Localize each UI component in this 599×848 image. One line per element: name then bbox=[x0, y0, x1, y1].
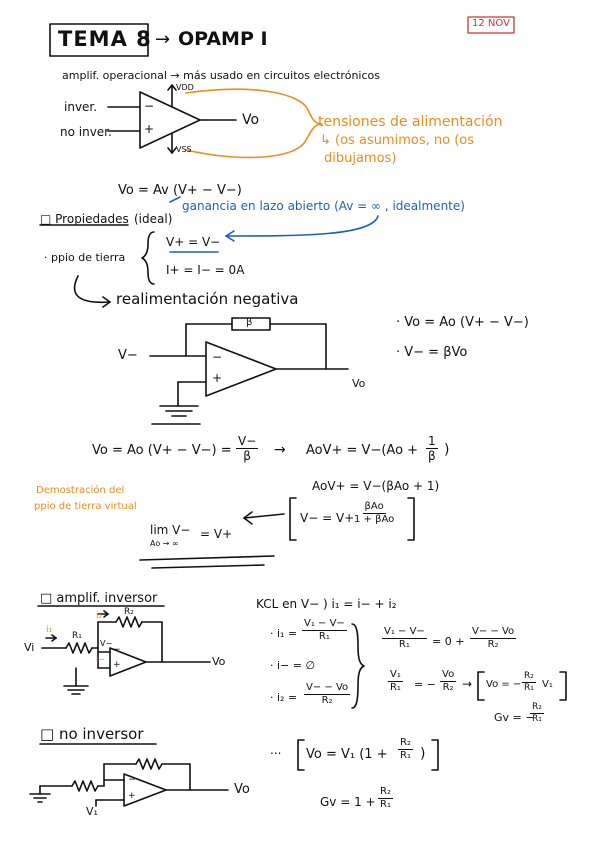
demo-note-2: ppio de tierra virtual bbox=[34, 501, 137, 512]
demo-note-1: Demostración del bbox=[36, 485, 125, 496]
feedback-plus-sign: + bbox=[212, 371, 223, 385]
inv-result-tail: V₁ bbox=[542, 679, 553, 690]
demo-arrow: → bbox=[274, 442, 286, 458]
page-subtitle: OPAMP I bbox=[178, 28, 268, 50]
plus-sign: + bbox=[144, 122, 155, 136]
inv-i2-label: i₂ bbox=[96, 611, 103, 621]
vss-label: VSS bbox=[176, 145, 192, 154]
inv-minus-sign: − bbox=[113, 645, 121, 655]
inv-gain-lhs: Gv = − bbox=[494, 711, 535, 724]
demo-paren-close: ) bbox=[444, 442, 450, 458]
gain-formula: Vo = Av (V+ − V−) bbox=[118, 183, 242, 198]
noninv-dots: ... bbox=[270, 743, 282, 757]
inv-vo-label: Vo bbox=[212, 655, 226, 668]
noninv-result-close: ) bbox=[420, 746, 426, 762]
virtual-ground-label: · ppio de tierra bbox=[44, 251, 126, 264]
noninv-result-lhs: Vo = V₁ (1 + bbox=[306, 747, 388, 762]
inverting-heading: □ amplif. inversor bbox=[40, 591, 158, 606]
noninv-vo-label: Vo bbox=[234, 782, 250, 797]
demo-equation-3: AoV+ = V−(βAo + 1) bbox=[312, 479, 440, 493]
i1-lhs: · i₁ = bbox=[270, 627, 298, 640]
inv-r2-label: R₂ bbox=[124, 607, 134, 617]
limit-label: lim V− bbox=[150, 523, 191, 537]
inv-result-lhs: Vo = − bbox=[486, 679, 522, 690]
boxed-lhs: V− = V+ bbox=[300, 511, 355, 525]
beta-label: β bbox=[246, 317, 253, 328]
feedback-arrow bbox=[73, 275, 111, 304]
supply-brace bbox=[185, 88, 323, 159]
feedback-circuit bbox=[149, 317, 349, 425]
noninv-gain-lhs: Gv = 1 + bbox=[320, 795, 376, 809]
inv-vminus-label: V− bbox=[100, 639, 113, 648]
properties-ideal: (ideal) bbox=[134, 212, 173, 226]
i1-fraction: V₁ − V−R₁ bbox=[302, 618, 347, 642]
system-mid-2: = − bbox=[414, 678, 436, 691]
vdd-label: VDD bbox=[176, 83, 194, 92]
system-mid-1: = 0 + bbox=[432, 635, 465, 648]
properties-heading: □ Propiedades bbox=[40, 212, 129, 226]
feedback-label: realimentación negativa bbox=[116, 290, 299, 308]
noninverting-circuit bbox=[29, 758, 229, 807]
noninv-minus-sign: − bbox=[128, 775, 136, 785]
feedback-vo-label: Vo bbox=[352, 377, 366, 390]
relation-vminus: · V− = βVo bbox=[396, 345, 468, 360]
demo-equation-left: Vo = Ao (V+ − V−) = bbox=[92, 443, 232, 458]
supply-note-1: tensiones de alimentación bbox=[318, 114, 503, 130]
gain-note: ganancia en lazo abierto (Av = ∞ , ideal… bbox=[182, 199, 465, 213]
minus-sign: − bbox=[144, 99, 155, 113]
resistor-r1 bbox=[65, 642, 93, 654]
opamp-symbol-intro bbox=[107, 84, 237, 154]
date-box bbox=[467, 16, 515, 34]
title-arrow: → bbox=[155, 29, 171, 50]
supply-note-2: ↳ (os asumimos, no (os bbox=[320, 133, 474, 148]
limit-subscript: Ao → ∞ bbox=[150, 539, 179, 548]
output-label: Vo bbox=[242, 112, 260, 128]
inv-iminus-label: i− bbox=[96, 655, 105, 664]
i2-lhs: · i₂ = bbox=[270, 691, 298, 704]
system-arrow: → bbox=[462, 677, 473, 691]
noninv-plus-sign: + bbox=[128, 791, 136, 801]
inverting-input-label: inver. bbox=[64, 100, 98, 114]
equation-i-zero: I+ = I− = 0A bbox=[166, 263, 245, 277]
kcl-brace bbox=[351, 623, 365, 709]
inv-vi-label: Vi bbox=[24, 641, 35, 654]
system-fraction-1: V₁ − V−R₁ bbox=[382, 626, 427, 650]
noninverting-heading: □ no inversor bbox=[40, 725, 144, 743]
resistor-r2 bbox=[115, 616, 143, 628]
feedback-vminus-label: V− bbox=[118, 348, 138, 363]
supply-note-3: dibujamos) bbox=[324, 151, 397, 166]
title-box bbox=[49, 23, 149, 57]
demo-fraction-1: V−β bbox=[236, 434, 259, 463]
inverting-circuit bbox=[41, 610, 211, 695]
relation-vo: · Vo = Ao (V+ − V−) bbox=[396, 315, 529, 330]
limit-rhs: = V+ bbox=[200, 527, 233, 541]
iminus-equation: · i− = ∅ bbox=[270, 659, 316, 672]
inv-plus-sign: + bbox=[113, 660, 121, 670]
page-title: TEMA 8 bbox=[58, 27, 152, 51]
inv-r1-label: R₁ bbox=[72, 631, 82, 641]
intro-line: amplif. operacional → más usado en circu… bbox=[62, 69, 380, 82]
noninverting-input-label: no inver. bbox=[60, 125, 112, 139]
noninv-v1-label: V₁ bbox=[86, 805, 98, 818]
kcl-equation: KCL en V− ) i₁ = i− + i₂ bbox=[256, 597, 397, 611]
inv-i1-label: i₁ bbox=[46, 625, 53, 635]
blue-arrow bbox=[225, 215, 379, 237]
equation-v-equal: V+ = V− bbox=[166, 235, 221, 249]
date-label: 12 NOV bbox=[472, 18, 510, 29]
feedback-minus-sign: − bbox=[212, 350, 223, 364]
property-brace bbox=[141, 231, 155, 285]
demo-equation-right: AoV+ = V−(Ao + bbox=[306, 443, 419, 458]
